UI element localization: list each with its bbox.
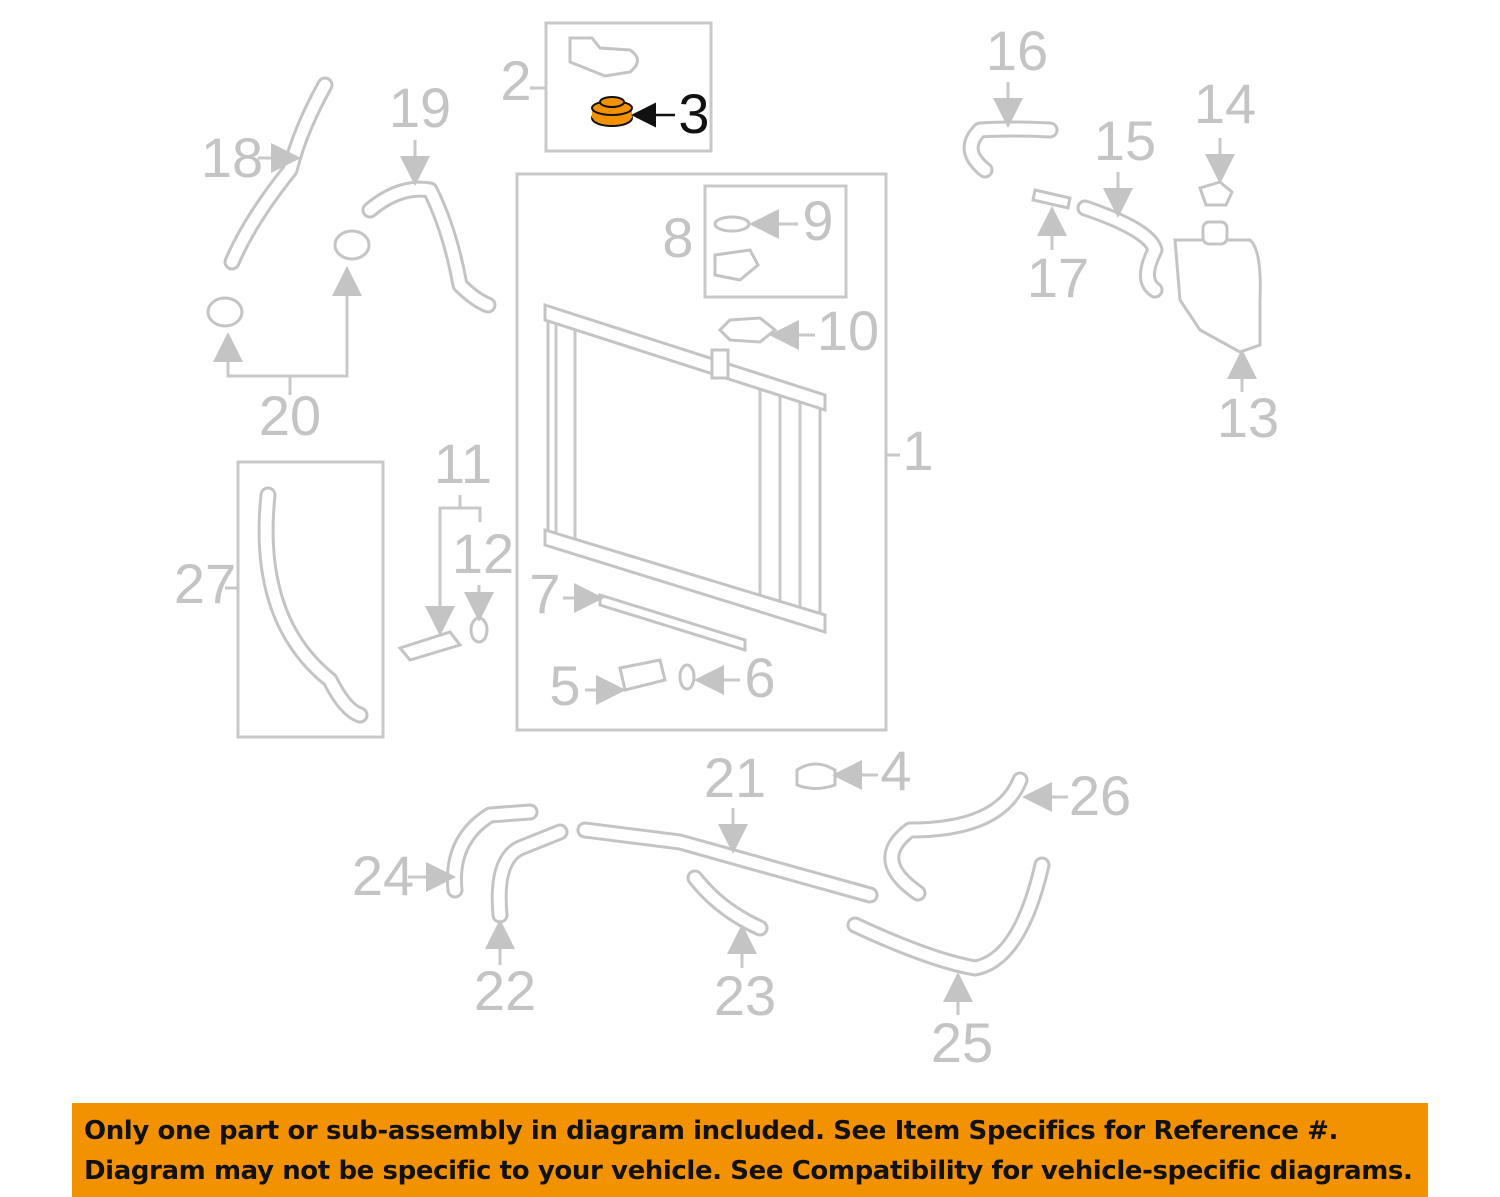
callout-17: 17 (1027, 246, 1089, 309)
callout-11: 11 (434, 432, 492, 495)
group-box-8 (703, 184, 848, 299)
callout-14: 14 (1194, 72, 1256, 135)
disclaimer-line-1: Only one part or sub-assembly in diagram… (84, 1116, 1338, 1146)
callout-22: 22 (474, 959, 536, 1022)
leader-lines (213, 82, 1257, 1015)
group-box-27 (236, 460, 385, 739)
callout-18: 18 (201, 126, 263, 189)
tank-neck (1201, 220, 1229, 246)
disclaimer-banner: Only one part or sub-assembly in diagram… (72, 1103, 1428, 1197)
callout-24: 24 (352, 844, 414, 907)
callout-23: 23 (714, 964, 776, 1027)
callout-2: 2 (500, 49, 531, 112)
tank-joint-part (1031, 188, 1072, 210)
drain-plug-part (618, 658, 667, 692)
callout-15: 15 (1094, 109, 1156, 172)
reserve-tank-part (1173, 238, 1262, 354)
cap-gasket-part (717, 316, 778, 344)
callout-9: 9 (802, 189, 833, 252)
bracket-part (568, 36, 639, 78)
callout-3-highlighted: 3 (678, 82, 709, 145)
callout-1: 1 (902, 419, 933, 482)
cap-part (713, 248, 760, 282)
group-box-1 (515, 172, 888, 732)
callout-13: 13 (1217, 386, 1279, 449)
callout-6: 6 (744, 646, 775, 709)
callout-4: 4 (880, 739, 911, 802)
lower-cushion-part (795, 762, 837, 790)
callout-16: 16 (986, 19, 1048, 82)
callout-5: 5 (549, 654, 580, 717)
disclaimer-line-2: Diagram may not be specific to your vehi… (84, 1156, 1413, 1186)
callout-19: 19 (389, 76, 451, 139)
seal-part (598, 592, 747, 653)
radiator-part (543, 302, 827, 635)
tank-cap-part (1198, 180, 1234, 207)
drain-o-ring-part-12 (469, 616, 489, 644)
drain-cock-part (397, 630, 463, 662)
callout-25: 25 (931, 1011, 993, 1074)
callout-7: 7 (529, 562, 560, 625)
callout-27: 27 (174, 552, 236, 615)
o-ring-part (713, 215, 751, 233)
callout-26: 26 (1069, 764, 1131, 827)
callout-10: 10 (817, 299, 879, 362)
callout-8: 8 (662, 206, 693, 269)
radiator-cushion-part-highlighted (591, 96, 633, 127)
drain-o-ring-part (678, 663, 696, 691)
callout-20: 20 (259, 384, 321, 447)
callout-12: 12 (452, 522, 514, 585)
hose-clamp-part (206, 296, 244, 328)
hose-clamp-part (333, 229, 371, 261)
callout-21: 21 (704, 746, 766, 809)
